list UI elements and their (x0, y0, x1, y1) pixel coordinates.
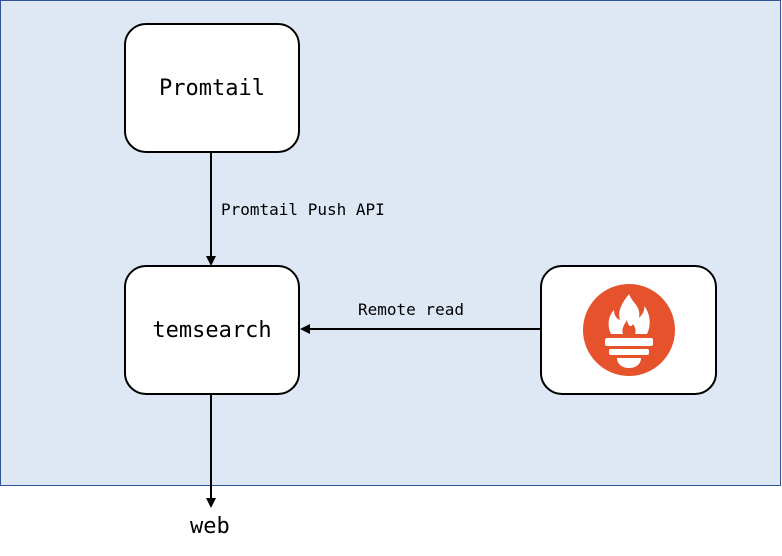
web-label: web (190, 514, 230, 539)
promtail-label: Promtail (159, 75, 265, 101)
remote-read-label: Remote read (358, 300, 464, 319)
promtail-node: Promtail (124, 23, 300, 153)
prometheus-node (540, 265, 717, 395)
temsearch-node: temsearch (124, 265, 300, 395)
prometheus-logo-icon (582, 284, 675, 376)
temsearch-label: temsearch (152, 317, 272, 343)
push-api-label: Promtail Push API (221, 200, 385, 219)
